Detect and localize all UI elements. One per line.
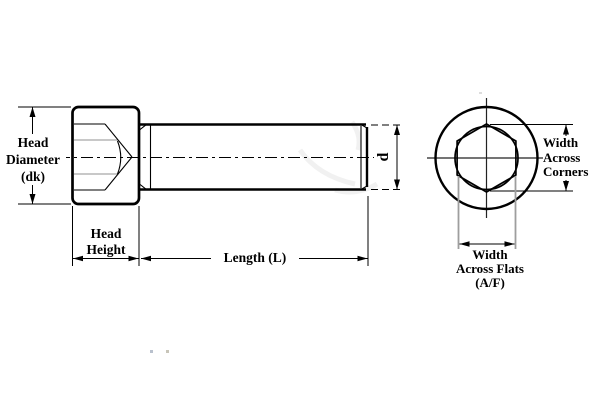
width-across-flats-label: Width Across Flats (A/F) [443,248,537,290]
head-height-line2: Height [86,241,126,257]
arrowhead-down [29,194,36,204]
hex-socket [456,123,517,193]
arrowhead-down [394,179,400,190]
arrowhead-right [357,255,368,262]
arrowhead-right [504,241,515,247]
width-across-corners-label: Width Across Corners [543,135,599,180]
length-label: Length (L) [211,250,299,266]
arrowhead-left [459,241,470,247]
dim-shank-diameter [371,124,404,190]
scan-artifact-dots [150,92,482,353]
head-circle [434,105,539,211]
dim-head-height [72,206,140,266]
arrowhead-up [29,107,36,117]
waf-line1: Width [472,247,508,262]
dim-width-across-flats [457,176,517,249]
head-height-label: Head Height [72,226,140,257]
arrowhead-down [563,181,569,191]
waf-line3: (A/F) [475,275,505,290]
shank-diameter-label: d [375,152,392,162]
head-outline [71,105,141,206]
side-view [58,105,374,206]
waf-line2: Across Flats [455,261,524,276]
head-diameter-line3: (dk) [20,169,45,184]
wac-line3: Corners [543,164,589,179]
head-diameter-line1: Head [17,135,49,150]
wac-line1: Width [543,135,579,150]
end-view [427,98,544,218]
arrowhead-left [141,255,151,262]
arrowhead-right [128,255,139,262]
arrowhead-up [563,124,569,135]
head-height-line1: Head [90,226,122,241]
head-diameter-label: Head Diameter (dk) [0,134,66,185]
arrowhead-up [394,125,400,135]
hex-socket-profile [74,123,133,191]
head-diameter-line2: Diameter [6,152,60,167]
shank-outline [139,123,369,191]
wac-line2: Across [543,149,581,165]
arrowhead-left [73,255,83,262]
socket-circle [454,125,519,191]
